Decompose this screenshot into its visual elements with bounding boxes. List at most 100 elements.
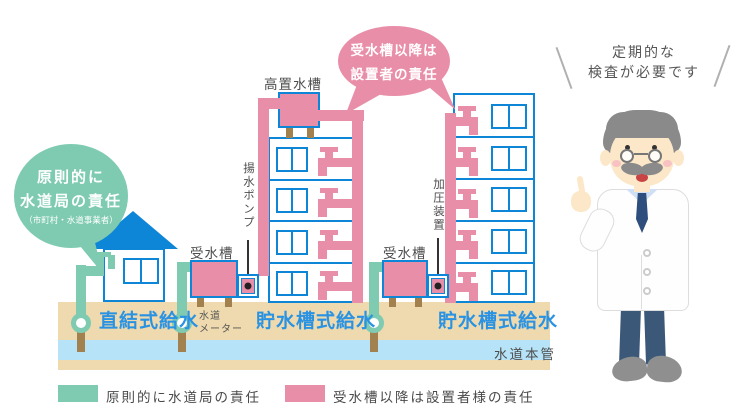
water-main-label: 水道本管 (494, 347, 556, 362)
cheek-right (663, 160, 672, 167)
legend-swatch-pink (285, 385, 325, 402)
legend-swatch-green (58, 385, 98, 402)
tank-leg (225, 298, 232, 307)
eye-right (652, 145, 657, 150)
down-pipe-top (316, 110, 364, 121)
receiving-tank-1-label: 受水槽 (190, 246, 234, 261)
floor-divider (270, 179, 356, 181)
water-meter-icon (364, 313, 384, 333)
water-meter-icon (172, 313, 192, 333)
ground-band (58, 302, 550, 340)
pink-bubble-line2: 設置者の責任 (350, 67, 438, 82)
water-meter-label-line2: メーター (199, 323, 243, 335)
house-supply-pipe-horizontal (76, 266, 104, 276)
house-tap-spout (108, 255, 115, 269)
cheek-left (612, 160, 621, 167)
building-1-window (276, 230, 308, 255)
legend-label-green: 原則的に水道局の責任 (106, 390, 261, 405)
sub-ground-band (58, 360, 550, 370)
receiving-tank-2-label: 受水槽 (383, 246, 427, 261)
coat-button (643, 249, 651, 257)
building-2-window (491, 187, 527, 212)
building-2-window (491, 146, 527, 171)
building-1-window (276, 188, 308, 213)
pressure-device-pointer-line (437, 238, 439, 286)
mouth (636, 173, 648, 182)
building-2-window (491, 229, 527, 254)
down-pipe (352, 110, 363, 303)
glasses-bridge (634, 153, 648, 155)
ear-right (673, 150, 684, 166)
faucet-icon (448, 106, 478, 136)
faucet-icon (448, 189, 478, 219)
floor-divider (270, 262, 356, 264)
building-2-window (491, 270, 527, 295)
tank-leg (286, 128, 293, 138)
green-bubble-line1: 原則的に (36, 169, 105, 186)
hand (571, 191, 591, 212)
shoe-right (645, 354, 684, 384)
green-bubble-line2: 水道局の責任 (19, 193, 122, 210)
pump-pointer-line (247, 240, 249, 286)
faucet-icon (448, 230, 478, 260)
riser-pipe-up (258, 98, 269, 276)
riser-pipe-top (258, 98, 282, 109)
ear-left (600, 150, 611, 166)
lift-pump-box (237, 274, 259, 298)
floor-divider (455, 262, 533, 264)
glasses-left-icon (620, 149, 634, 163)
inspector-callout: 定期的な 検査が必要です (558, 42, 730, 83)
storage-supply-label-2: 貯水槽式給水 (438, 311, 559, 332)
lift-pump-label: 揚水ポンプ (242, 162, 254, 230)
necktie (636, 193, 648, 233)
house-tap-stem (96, 257, 104, 267)
hair-front (606, 112, 678, 138)
floor-divider (455, 178, 533, 180)
tank-leg (307, 128, 314, 138)
pink-speech-bubble: 受水槽以降は 設置者の責任 (338, 26, 450, 96)
tank-leg (389, 298, 396, 307)
faucet-icon (448, 147, 478, 177)
faucet-icon (318, 188, 356, 218)
faucet-icon (318, 147, 356, 177)
house-tap-bar (93, 252, 111, 257)
pink-bubble-line1: 受水槽以降は (350, 43, 438, 58)
building-1-window (276, 271, 308, 296)
house-supply-pipe-vertical (76, 265, 86, 320)
receiving-tank-1 (190, 260, 238, 298)
water-main-band (58, 340, 550, 360)
coat-button (643, 268, 651, 276)
tank2-supply-pipe-horizontal (369, 262, 385, 272)
coat-button (643, 287, 651, 295)
pump-dot-icon (244, 282, 252, 290)
floor-divider (455, 136, 533, 138)
floor-divider (270, 220, 356, 222)
elevated-tank (278, 92, 320, 128)
glasses-right-icon (648, 149, 662, 163)
pressure-device-label: 加圧装置 (432, 178, 444, 232)
direct-supply-label: 直結式給水 (99, 311, 200, 332)
lift-pump-inner (241, 278, 255, 294)
main-connection-stub (370, 332, 378, 352)
inspector-callout-line1: 定期的な (612, 44, 676, 60)
device-dot-icon (434, 282, 442, 290)
shoe-left (610, 355, 649, 383)
faucet-icon (318, 271, 356, 301)
tank-leg (197, 298, 204, 307)
legend-label-pink: 受水槽以降は設置者様の責任 (333, 390, 535, 405)
tank1-supply-pipe-horizontal (177, 262, 192, 272)
green-speech-bubble: 原則的に 水道局の責任 （市町村・水道事業者） (14, 144, 128, 248)
water-meter-icon (71, 313, 91, 333)
main-connection-stub (77, 332, 85, 352)
tank2-supply-pipe-vertical (369, 262, 379, 320)
green-bubble-line3: （市町村・水道事業者） (24, 215, 118, 225)
main-connection-stub (178, 332, 186, 352)
water-meter-label-line1: 水道 (199, 311, 221, 322)
inspector-callout-line2: 検査が必要です (588, 64, 700, 81)
neck (634, 184, 650, 192)
eye-left (625, 145, 630, 150)
floor-divider (455, 220, 533, 222)
pressure-device-inner (431, 278, 445, 294)
inspector-character (560, 105, 742, 405)
